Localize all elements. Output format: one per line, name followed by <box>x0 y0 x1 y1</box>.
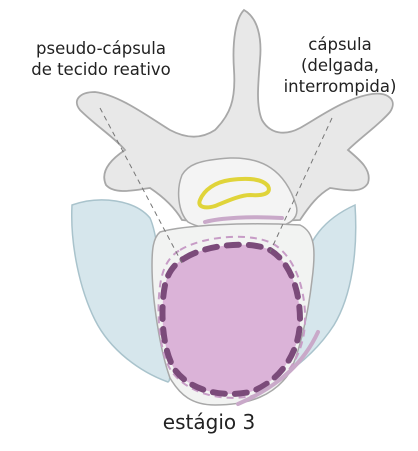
capsule-label-line3: interrompida) <box>265 76 415 97</box>
capsule-label: cápsula (delgada, interrompida) <box>265 34 415 97</box>
capsule-label-line2: (delgada, <box>265 55 415 76</box>
stage-caption: estágio 3 <box>0 410 418 434</box>
pseudo-capsule-label-line1: pseudo-cápsula <box>12 38 190 59</box>
pseudo-capsule-label-line2: de tecido reativo <box>12 59 190 80</box>
capsule-label-line1: cápsula <box>265 34 415 55</box>
pseudo-capsule-label: pseudo-cápsula de tecido reativo <box>12 38 190 80</box>
